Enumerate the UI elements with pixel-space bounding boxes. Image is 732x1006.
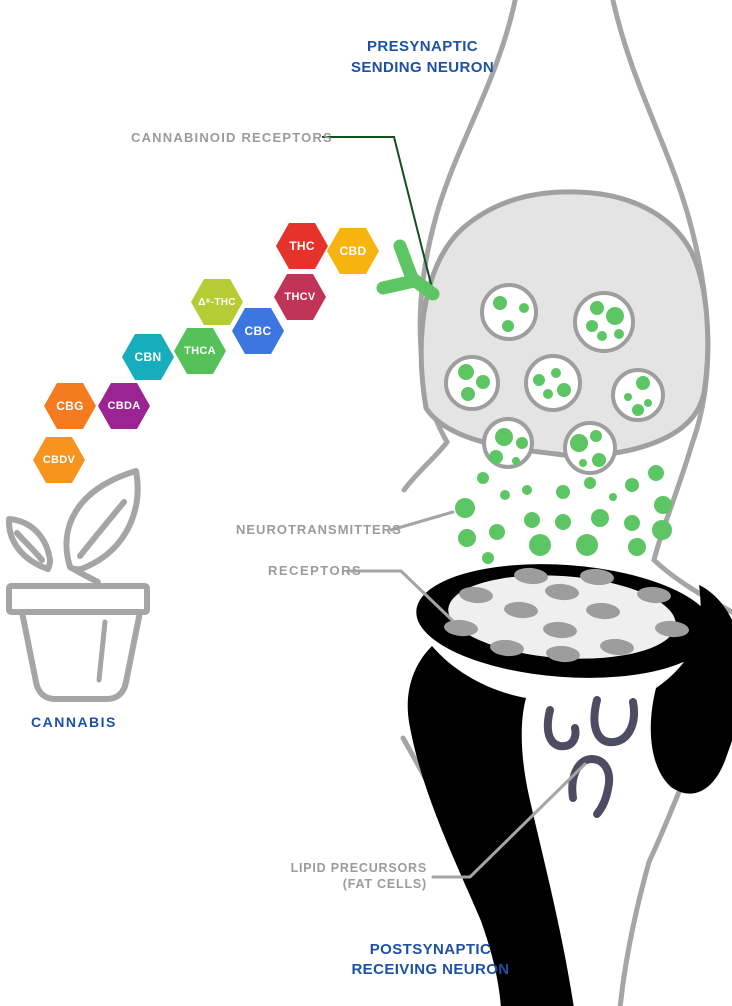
lipid-label-line1: LIPID PRECURSORS <box>290 861 427 875</box>
postsynaptic-label-line1: POSTSYNAPTIC <box>369 941 492 958</box>
presynaptic-label-line2: SENDING NEURON <box>350 59 495 76</box>
cannabinoid-receptors-label: CANNABINOID RECEPTORS <box>131 130 333 145</box>
lipid-precursor-squiggles <box>543 696 638 818</box>
hexagon-label: CBD <box>339 244 367 258</box>
cannabis-plant-icon <box>5 468 150 702</box>
leaf-small-vein <box>14 530 45 563</box>
postsynaptic-left-band <box>407 646 574 1006</box>
hexagon-label: THCV <box>284 291 316 303</box>
pot-body <box>19 609 143 702</box>
plant-stem <box>67 564 101 585</box>
leaf-large-vein <box>77 499 127 559</box>
pot-highlight <box>96 619 108 683</box>
hexagon-label: THCA <box>184 345 216 357</box>
pointer-lines <box>347 510 587 879</box>
leaf-large <box>63 468 141 573</box>
presynaptic-terminal <box>418 189 711 459</box>
hexagon-label: THC <box>289 239 315 253</box>
lipid-precursors-label: LIPID PRECURSORS (FAT CELLS) <box>275 860 427 892</box>
hexagon-label: CBG <box>56 399 84 413</box>
postsynaptic-neuron-label: POSTSYNAPTIC RECEIVING NEURON <box>343 940 518 980</box>
synaptic-vesicles <box>444 283 665 475</box>
vesicle-contents <box>458 296 652 467</box>
postsynaptic-right-blob <box>650 585 732 794</box>
receptors-label: RECEPTORS <box>268 563 363 578</box>
postsynaptic-membrane-disc <box>448 575 676 659</box>
cannabinoid-receptor-icon <box>376 239 440 301</box>
hexagon-label: Δ⁸-THC <box>198 296 236 308</box>
hexagon-label: CBDA <box>107 400 141 412</box>
receptors-pointer-line <box>347 569 454 622</box>
pot-rim <box>6 583 150 615</box>
neurotransmitter-dots <box>455 465 672 564</box>
lipid-precursors-pointer-line <box>431 762 587 879</box>
neurotransmitters-label: NEUROTRANSMITTERS <box>236 522 402 537</box>
leaf-small <box>5 516 53 572</box>
cannabinoid-receptors-pointer-line <box>322 136 433 289</box>
presynaptic-neuron-label: PRESYNAPTIC SENDING NEURON <box>330 36 515 78</box>
lipid-label-line2: (FAT CELLS) <box>342 877 427 891</box>
hexagon-label: CBN <box>134 350 162 364</box>
hexagon-label: CBDV <box>42 454 76 466</box>
presynaptic-label-line1: PRESYNAPTIC <box>366 38 479 55</box>
postsynaptic-label-line2: RECEIVING NEURON <box>351 961 510 978</box>
hexagon-label: CBC <box>244 324 272 338</box>
postsynaptic-receptor-ovals <box>444 567 689 663</box>
neurotransmitters-pointer-line <box>389 510 455 532</box>
cannabis-label: CANNABIS <box>31 714 117 730</box>
